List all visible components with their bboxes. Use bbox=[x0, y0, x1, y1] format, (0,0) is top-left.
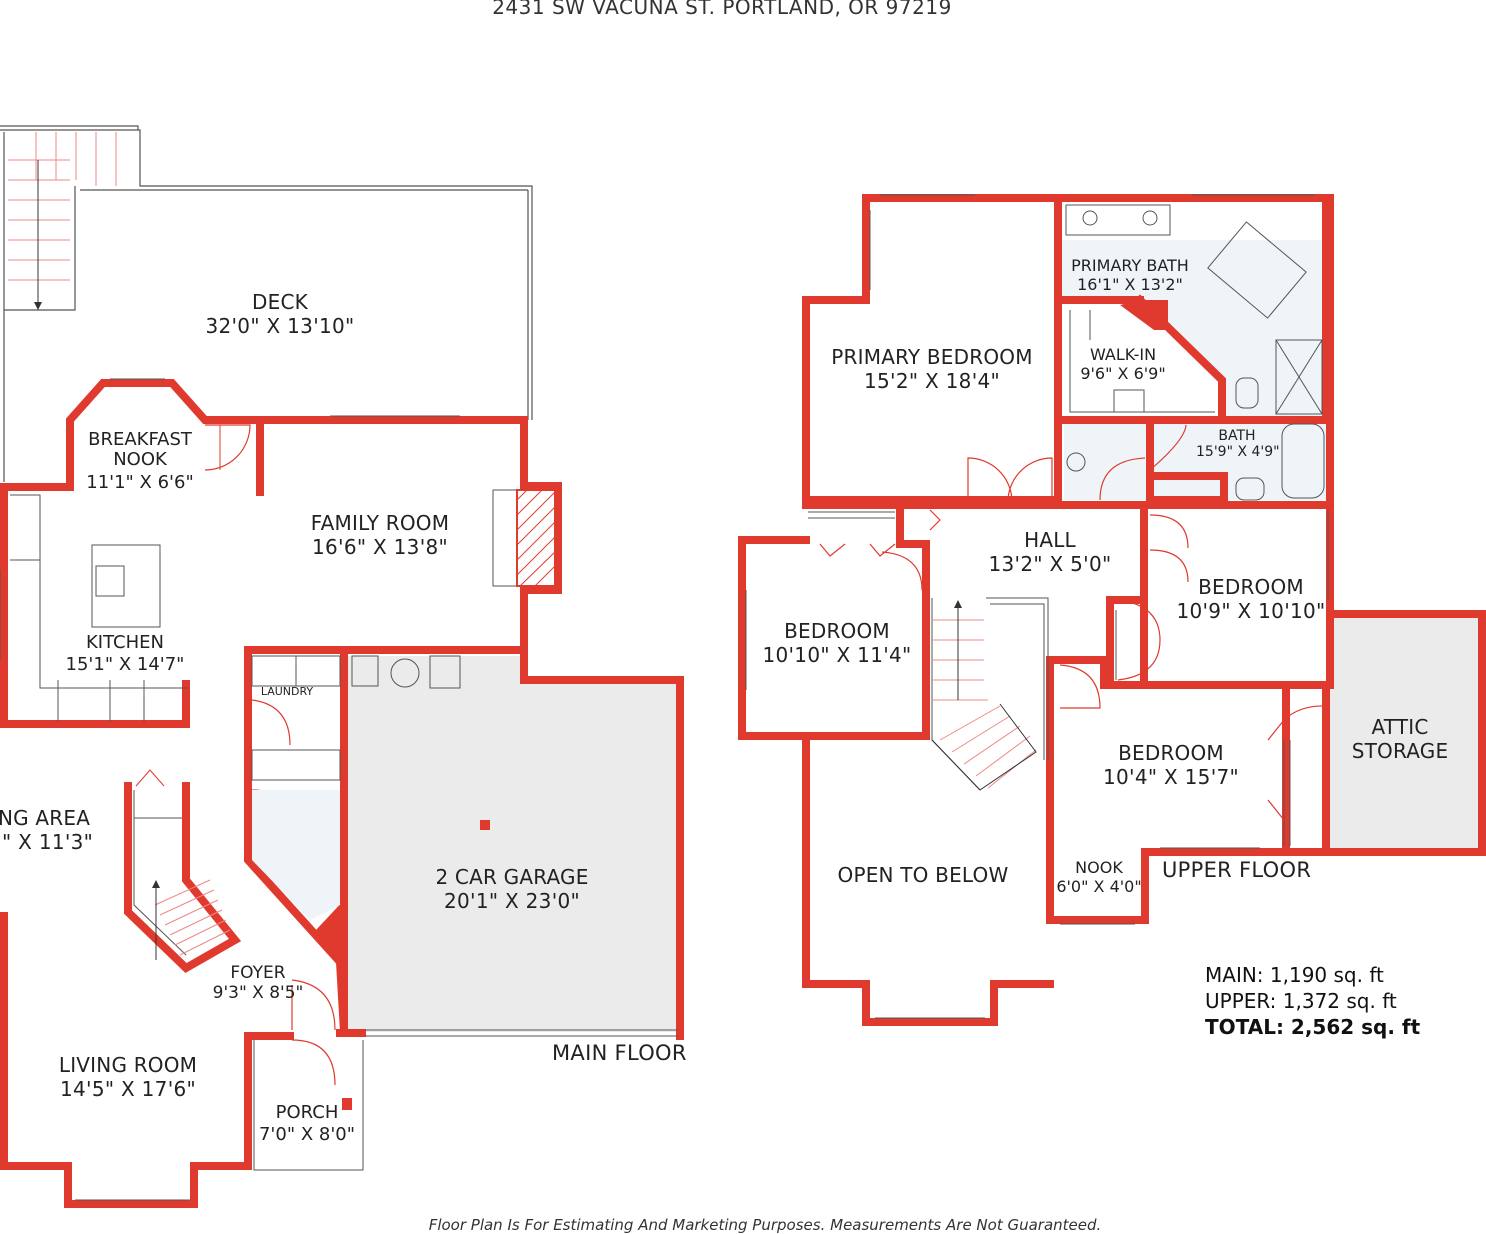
upper-floor-label: UPPER FLOOR bbox=[1162, 858, 1312, 882]
room-name: DECK bbox=[252, 290, 308, 314]
room-name: BATH bbox=[1218, 428, 1256, 444]
bath-fill-upper bbox=[1064, 424, 1150, 500]
room-name: 2 CAR GARAGE bbox=[435, 865, 589, 889]
room-name: LIVING ROOM bbox=[58, 1053, 198, 1077]
room-bedroom-2: BEDROOM 10'9" X 10'10" bbox=[1176, 575, 1326, 623]
room-living-room: LIVING ROOM 14'5" X 17'6" bbox=[38, 1053, 218, 1101]
room-porch: PORCH 7'0" X 8'0" bbox=[252, 1102, 362, 1146]
main-floor-label: MAIN FLOOR bbox=[552, 1041, 687, 1065]
room-name: NOOK bbox=[1075, 858, 1123, 877]
room-name: ATTIC bbox=[1371, 715, 1429, 739]
bath-wedge bbox=[316, 900, 344, 965]
room-dims: 15'9" X 4'9" bbox=[1196, 444, 1280, 460]
main-floor-thin-lines bbox=[0, 378, 678, 1201]
fireplace-hatch bbox=[516, 489, 556, 587]
room-dims: 32'0" X 13'10" bbox=[205, 314, 355, 338]
area-summary: MAIN: 1,190 sq. ft UPPER: 1,372 sq. ft T… bbox=[1205, 962, 1420, 1040]
room-nook: NOOK 6'0" X 4'0" bbox=[1054, 858, 1144, 896]
room-name: BEDROOM bbox=[1198, 575, 1304, 599]
room-name: BEDROOM bbox=[1118, 741, 1224, 765]
room-laundry: LAUNDRY bbox=[260, 685, 314, 698]
room-dims: 15'1" X 14'7" bbox=[65, 654, 185, 675]
upper-floor-plan bbox=[738, 194, 1486, 1026]
room-dims: 10'9" X 10'10" bbox=[1176, 599, 1326, 623]
primary-bath-fill bbox=[1062, 240, 1325, 418]
room-dims: 9'6" X 6'9" bbox=[1080, 364, 1166, 383]
main-floor-walls bbox=[0, 379, 684, 1208]
room-name: STORAGE bbox=[1351, 739, 1449, 763]
total-area: TOTAL: 2,562 sq. ft bbox=[1205, 1015, 1421, 1039]
room-family-room: FAMILY ROOM 16'6" X 13'8" bbox=[290, 511, 470, 559]
room-name: FOYER bbox=[230, 963, 286, 983]
bath-fill bbox=[252, 790, 340, 920]
room-dims: 11'1" X 6'6" bbox=[86, 472, 194, 493]
room-breakfast-nook: BREAKFAST NOOK 11'1" X 6'6" bbox=[70, 430, 210, 496]
upper-area: UPPER: 1,372 sq. ft bbox=[1205, 989, 1397, 1013]
room-name: WALK-IN bbox=[1089, 345, 1157, 364]
room-kitchen: KITCHEN 15'1" X 14'7" bbox=[50, 632, 200, 676]
room-bath: BATH 15'9" X 4'9" bbox=[1196, 428, 1280, 460]
room-name: NG AREA bbox=[0, 806, 91, 830]
room-primary-bedroom: PRIMARY BEDROOM 15'2" X 18'4" bbox=[822, 345, 1042, 393]
room-walk-in: WALK-IN 9'6" X 6'9" bbox=[1076, 345, 1170, 383]
disclaimer: Floor Plan Is For Estimating And Marketi… bbox=[428, 1216, 1102, 1234]
room-hall: HALL 13'2" X 5'0" bbox=[980, 528, 1120, 576]
room-dims: 13'2" X 5'0" bbox=[988, 552, 1112, 576]
room-foyer: FOYER 9'3" X 8'5" bbox=[198, 963, 318, 1003]
room-name: HALL bbox=[1024, 528, 1076, 552]
room-dims: 14'5" X 17'6" bbox=[59, 1077, 197, 1101]
room-dims: 10'10" X 11'4" bbox=[762, 643, 912, 667]
room-deck: DECK 32'0" X 13'10" bbox=[200, 290, 360, 338]
deck-stairs bbox=[8, 132, 117, 310]
garage-marker bbox=[480, 820, 490, 830]
attic-storage-fill bbox=[1330, 614, 1480, 850]
room-primary-bath: PRIMARY BATH 16'1" X 13'2" bbox=[1064, 256, 1196, 294]
room-open-to-below: OPEN TO BELOW bbox=[837, 863, 1009, 887]
room-name: BREAKFAST bbox=[88, 429, 192, 450]
room-dims: " X 11'3" bbox=[2, 830, 94, 854]
walk-in-wedge bbox=[1120, 300, 1166, 330]
room-dims: 6'0" X 4'0" bbox=[1056, 877, 1142, 896]
room-name: FAMILY ROOM bbox=[310, 511, 450, 535]
room-name: BEDROOM bbox=[784, 619, 890, 643]
room-dims: 16'1" X 13'2" bbox=[1077, 275, 1183, 294]
bath-fill-upper-2 bbox=[1150, 424, 1326, 500]
room-attic-storage: ATTIC STORAGE bbox=[1340, 715, 1460, 763]
room-dining-area: NG AREA " X 11'3" bbox=[0, 806, 93, 854]
porch-marker bbox=[342, 1098, 352, 1110]
main-stair bbox=[135, 769, 231, 960]
room-name: KITCHEN bbox=[86, 632, 164, 653]
room-name: PRIMARY BEDROOM bbox=[831, 345, 1033, 369]
room-dims: 16'6" X 13'8" bbox=[311, 535, 449, 559]
room-name: NOOK bbox=[113, 449, 167, 470]
room-garage: 2 CAR GARAGE 20'1" X 23'0" bbox=[412, 865, 612, 913]
garage-floor bbox=[348, 656, 678, 1032]
deck-outline bbox=[0, 125, 533, 482]
main-area: MAIN: 1,190 sq. ft bbox=[1205, 963, 1384, 987]
upper-floor-walls bbox=[738, 194, 1486, 1026]
room-dims: 7'0" X 8'0" bbox=[258, 1124, 356, 1145]
room-dims: 20'1" X 23'0" bbox=[443, 889, 581, 913]
property-address: 2431 SW VACUNA ST. PORTLAND, OR 97219 bbox=[492, 0, 952, 19]
room-bedroom-3: BEDROOM 10'10" X 11'4" bbox=[760, 619, 914, 667]
room-dims: 15'2" X 18'4" bbox=[863, 369, 1001, 393]
main-floor-plan bbox=[0, 125, 684, 1208]
room-bedroom-4: BEDROOM 10'4" X 15'7" bbox=[1096, 741, 1246, 789]
room-name: PORCH bbox=[275, 1102, 339, 1123]
room-dims: 9'3" X 8'5" bbox=[212, 983, 304, 1003]
room-dims: 10'4" X 15'7" bbox=[1102, 765, 1240, 789]
room-name: PRIMARY BATH bbox=[1071, 256, 1189, 275]
upper-stairs bbox=[931, 600, 1037, 791]
